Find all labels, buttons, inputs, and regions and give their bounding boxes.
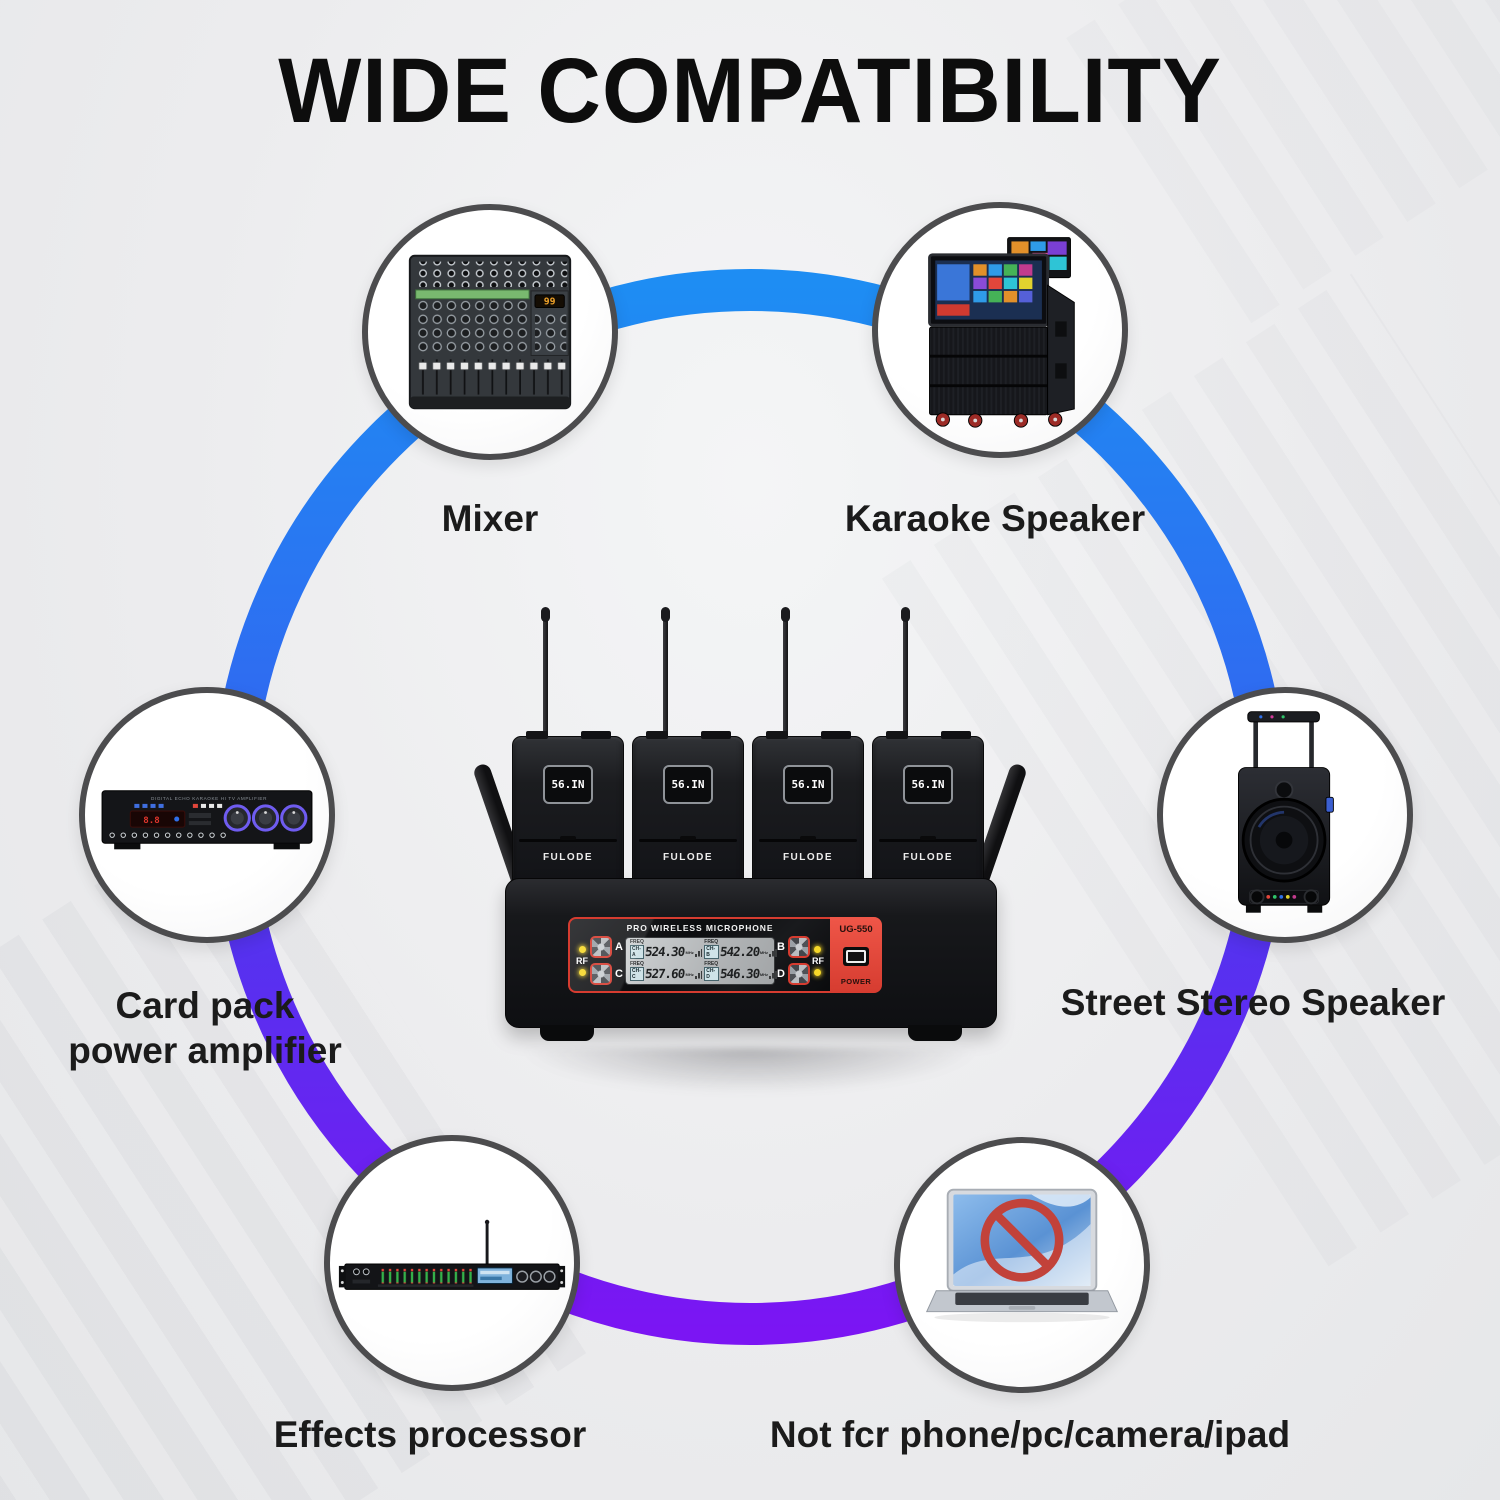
street-speaker-illustration — [1238, 711, 1334, 913]
bluetooth-indicator — [174, 816, 180, 822]
signal-strength-icon — [694, 947, 703, 957]
street-speaker-label: Street Stereo Speaker — [1003, 980, 1500, 1025]
channel-d-knob — [787, 963, 810, 985]
lcd-channel-d: FREQ CH-D 546.30 MHz — [703, 961, 777, 983]
signal-strength-icon — [769, 969, 777, 979]
amp-led-display — [129, 810, 186, 828]
bodypack-transmitter-2: 56.IN FULODE — [632, 607, 744, 892]
mixer-display-value: 99 — [544, 297, 556, 308]
amp-jacks — [109, 832, 226, 838]
excluded-devices-label-text: Not fcr phone/pc/camera/ipad — [769, 1414, 1291, 1455]
street-speaker-photo-circle — [1157, 687, 1413, 943]
rf-indicator-left: RF — [576, 945, 588, 976]
street-speaker-label-text: Street Stereo Speaker — [1060, 982, 1446, 1023]
fx-screen — [476, 1267, 513, 1284]
bodypack-display: 56.IN — [903, 765, 953, 804]
lcd-channel-c: FREQ CH-C 527.60 MHz — [629, 961, 703, 983]
receiver-front-panel: PRO WIRELESS MICROPHONE RF A — [568, 917, 882, 993]
mixer-photo-circle: 99 — [362, 204, 618, 460]
receiver-panel-title: PRO WIRELESS MICROPHONE — [626, 923, 774, 933]
receiver-reflection — [520, 1048, 980, 1094]
lcd-channel-b: FREQ CH-B 542.20 MHz — [703, 939, 777, 961]
model-number: UG-550 — [839, 924, 873, 935]
receiver-foot — [540, 1025, 594, 1041]
karaoke-speaker-label: Karaoke Speaker — [775, 496, 1215, 541]
power-amplifier-photo-circle: DIGITAL ECHO KARAOKE HI TV AMPLIFIER 8.8 — [79, 687, 335, 943]
bodypack-transmitter-3: 56.IN FULODE — [752, 607, 864, 892]
excluded-devices-photo-circle — [894, 1137, 1150, 1393]
laptop-illustration — [925, 1188, 1119, 1323]
rf-led — [578, 945, 586, 953]
page-title: WIDE COMPATIBILITY — [278, 39, 1222, 142]
power-amplifier-label-line1: Card pack — [115, 985, 295, 1026]
spectrum-meters — [377, 1268, 474, 1284]
signal-strength-icon — [769, 947, 777, 957]
bodypack-display: 56.IN — [663, 765, 713, 804]
signal-strength-icon — [694, 969, 703, 979]
power-amplifier-label: Card pack power amplifier — [15, 983, 395, 1073]
bodypack-display: 56.IN — [543, 765, 593, 804]
bodypack-antenna — [541, 607, 550, 740]
karaoke-speaker-label-text: Karaoke Speaker — [844, 498, 1146, 539]
effects-processor-illustration — [338, 1219, 566, 1290]
bodypack-brand: FULODE — [542, 852, 594, 863]
receiver-foot — [908, 1025, 962, 1041]
bodypack-display: 56.IN — [783, 765, 833, 804]
bodypack-antenna — [781, 607, 790, 740]
excluded-devices-label: Not fcr phone/pc/camera/ipad — [660, 1412, 1400, 1457]
tweeter — [1274, 780, 1294, 800]
karaoke-speaker-photo-circle — [872, 202, 1128, 458]
rf-indicator-right: RF — [812, 945, 824, 976]
mixer-illustration: 99 — [408, 254, 572, 410]
effects-processor-label-text: Effects processor — [273, 1414, 587, 1455]
rf-led — [578, 968, 586, 976]
channel-b-knob — [787, 936, 810, 958]
trolley-handle — [1247, 711, 1320, 772]
power-button — [843, 946, 869, 966]
caster-wheels — [935, 412, 1063, 428]
mixer-label-text: Mixer — [441, 498, 539, 539]
power-amplifier-label-line2: power amplifier — [68, 1030, 342, 1071]
svg-text:8.8: 8.8 — [143, 816, 159, 826]
bodypack-brand: FULODE — [782, 852, 834, 863]
bodypack-antenna — [661, 607, 670, 740]
effects-processor-label: Effects processor — [230, 1412, 630, 1457]
bodypack-transmitter-4: 56.IN FULODE — [872, 607, 984, 892]
prohibition-icon — [980, 1198, 1064, 1282]
receiver-lcd: FREQ CH-A 524.30 MHz FREQ — [624, 936, 777, 985]
channel-c-knob — [590, 963, 613, 985]
channel-a-knob — [590, 936, 613, 958]
lcd-channel-a: FREQ CH-A 524.30 MHz — [629, 939, 703, 961]
xlr-connectors — [516, 1270, 556, 1283]
bodypack-transmitter-1: 56.IN FULODE — [512, 607, 624, 892]
bodypack-brand: FULODE — [902, 852, 954, 863]
effects-processor-photo-circle — [324, 1135, 580, 1391]
amp-knobs — [223, 804, 308, 832]
receiver-power-section: UG-550 POWER — [830, 917, 882, 993]
karaoke-speaker-illustration — [928, 237, 1075, 428]
mixer-label: Mixer — [340, 496, 640, 541]
receiver-unit: PRO WIRELESS MICROPHONE RF A — [505, 878, 997, 1041]
bodypack-brand: FULODE — [662, 852, 714, 863]
amp-front-text: DIGITAL ECHO KARAOKE HI TV AMPLIFIER — [151, 796, 267, 801]
woofer — [1241, 797, 1327, 883]
bodypack-antenna — [901, 607, 910, 740]
power-amplifier-illustration: DIGITAL ECHO KARAOKE HI TV AMPLIFIER 8.8 — [101, 790, 313, 850]
rf-led — [814, 968, 822, 976]
rf-led — [814, 945, 822, 953]
